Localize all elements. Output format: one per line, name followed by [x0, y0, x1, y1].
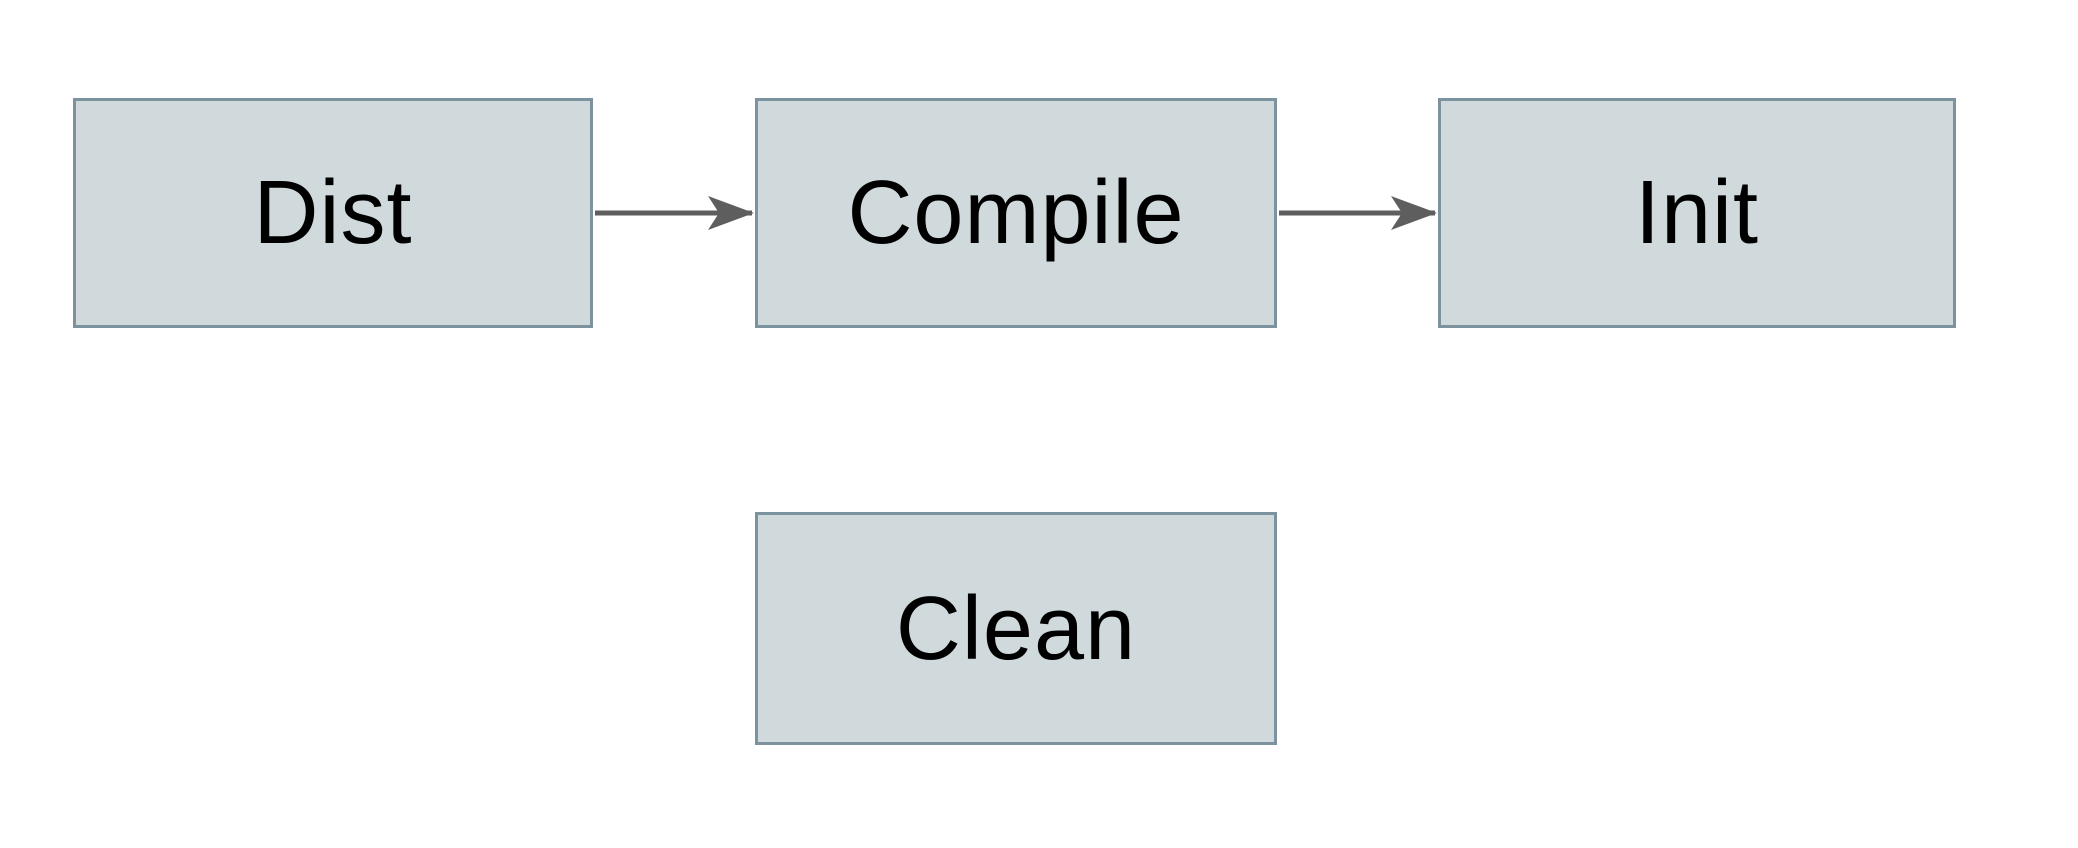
node-label-compile: Compile: [847, 163, 1185, 263]
node-label-init: Init: [1634, 163, 1760, 263]
node-label-dist: Dist: [253, 163, 413, 263]
node-clean: Clean: [755, 512, 1277, 745]
node-label-clean: Clean: [895, 578, 1137, 679]
node-init: Init: [1438, 98, 1956, 328]
node-compile: Compile: [755, 98, 1277, 328]
node-dist: Dist: [73, 98, 593, 328]
